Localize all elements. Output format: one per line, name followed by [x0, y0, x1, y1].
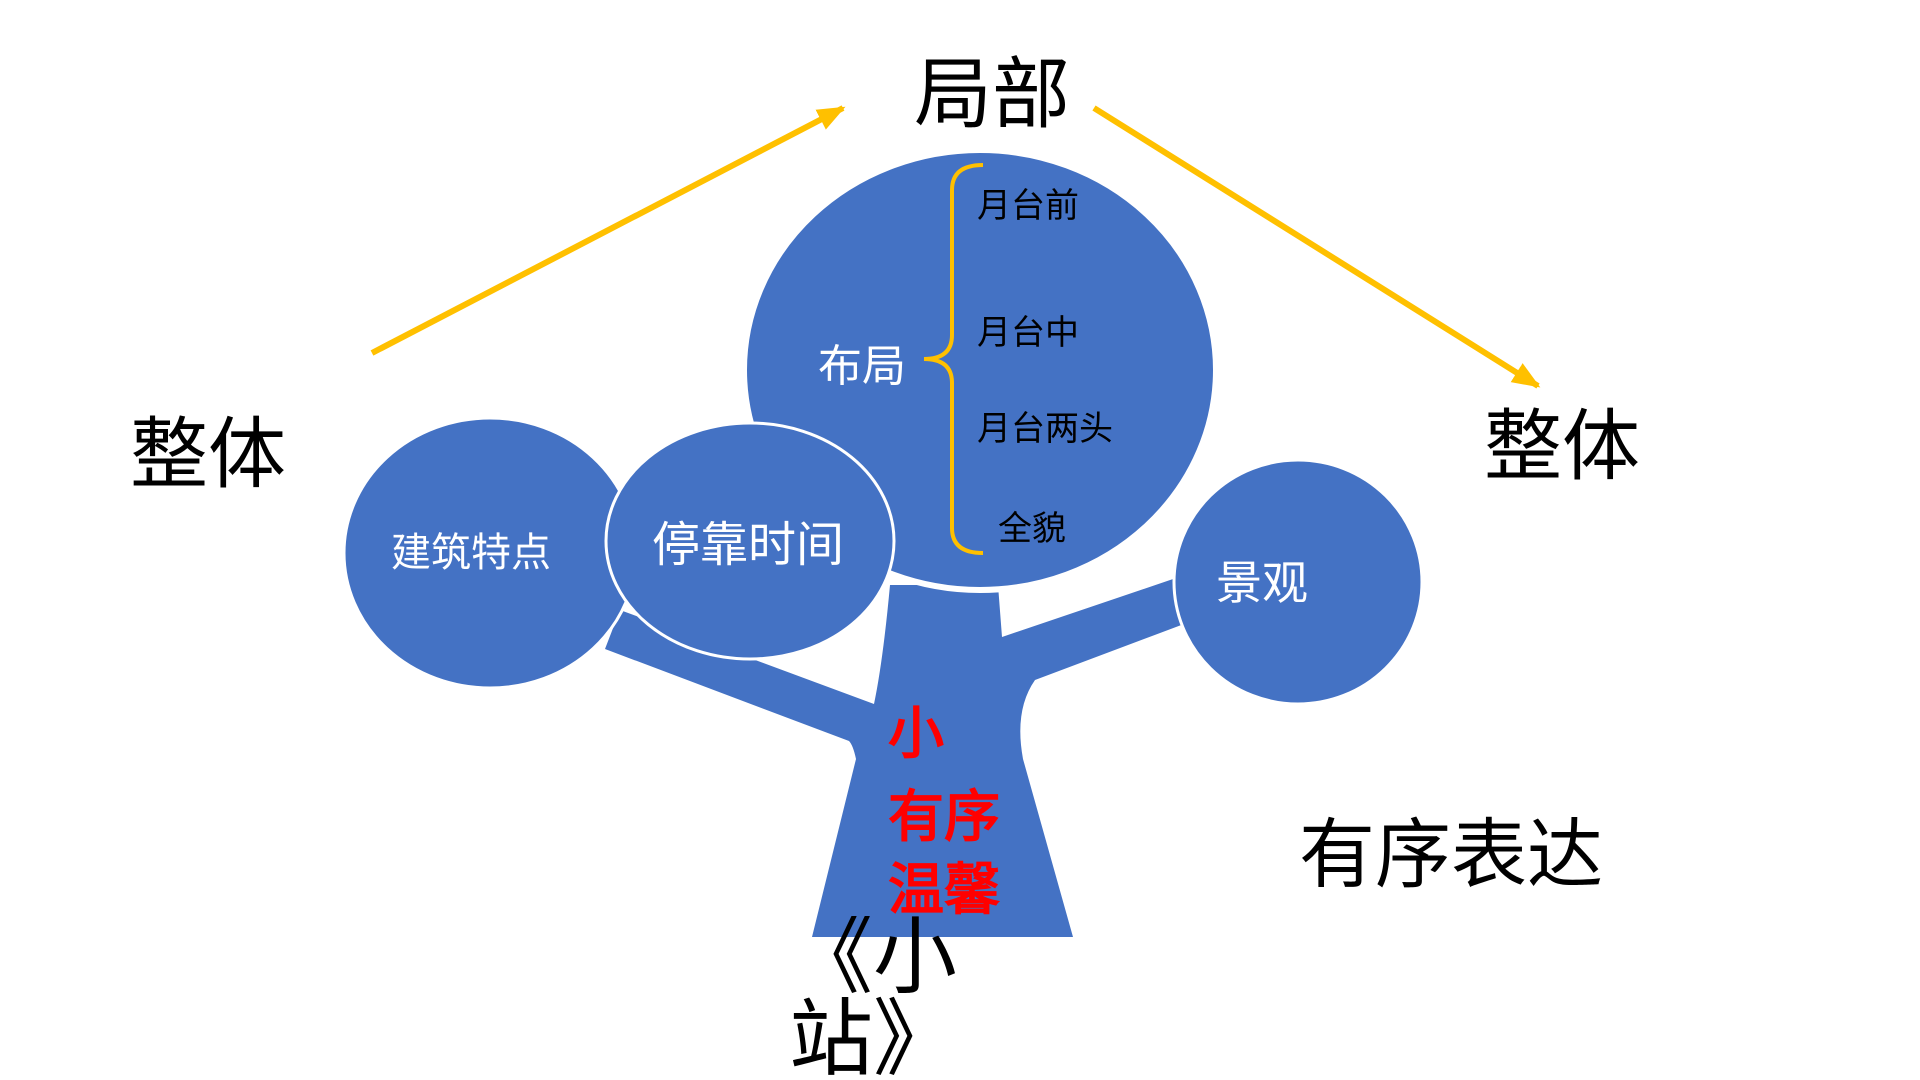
architecture-label: 建筑特点: [391, 530, 551, 576]
trunk-text-small: 小: [888, 702, 944, 767]
stop-time-circle: [604, 421, 896, 661]
diagram-title: 《小站》: [788, 916, 957, 1080]
layout-item-overview: 全貌: [998, 509, 1066, 549]
summary-label: 有序表达: [1299, 810, 1603, 899]
top-label: 局部: [913, 50, 1071, 140]
stop-time-label: 停靠时间: [651, 517, 845, 573]
scenery-label: 景观: [1216, 556, 1308, 610]
arrow-down-right: [1092, 105, 1541, 389]
layout-item-ends: 月台两头: [977, 409, 1113, 449]
trunk-text-warm: 温馨: [888, 858, 1000, 923]
scenery-circle: [1172, 458, 1424, 706]
right-label: 整体: [1483, 402, 1641, 492]
left-label: 整体: [129, 410, 287, 500]
tree-trunk: [605, 578, 1184, 937]
trunk-text-orderly: 有序: [888, 785, 1000, 850]
layout-item-front: 月台前: [977, 186, 1079, 226]
layout-label: 布局: [818, 341, 906, 392]
layout-item-middle: 月台中: [977, 313, 1079, 353]
arrow-up-right: [370, 105, 846, 356]
layout-brace: [923, 163, 984, 555]
